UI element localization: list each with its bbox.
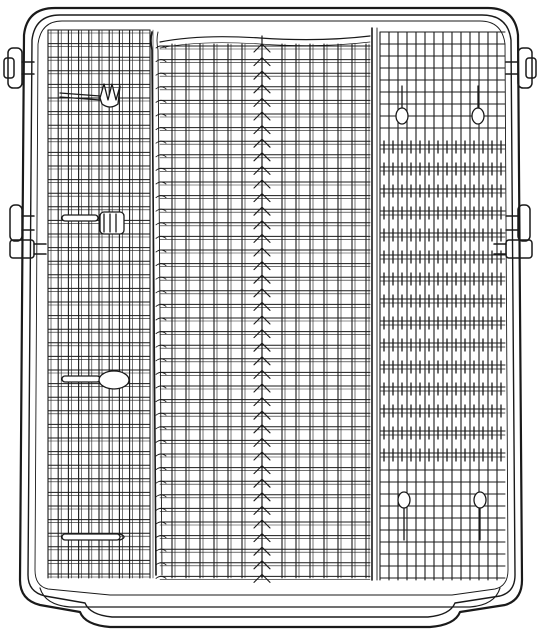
right-top-holder-icon [471,107,485,125]
middle-wave-tine [155,535,167,539]
utensil-layer [59,83,130,541]
middle-wave-tine [155,86,167,90]
middle-wave-tine [155,127,167,131]
middle-wave-tine [155,371,167,375]
inner-frame-border [27,14,516,618]
fork-icon [59,83,121,108]
middle-wave-tine [155,548,167,552]
middle-wave-section [155,35,371,583]
middle-wave-tine [155,195,167,199]
middle-wave-tine [155,72,167,76]
knife-icon [61,211,125,235]
middle-wave-tine [155,276,167,280]
long-handle-utensil-icon [61,533,125,541]
middle-wave-tine [155,331,167,335]
middle-wave-tine [155,303,167,307]
rim-highlight [34,20,509,596]
side-hardware [3,47,537,259]
rack-frame [18,6,524,629]
right-bottom-holder-icon [397,491,411,509]
middle-wave-tine [155,154,167,158]
middle-wave-tine [155,575,167,579]
middle-wave-tine [155,249,167,253]
right-bottom-holder-icon [473,491,487,509]
left-divider [150,31,157,576]
middle-wave-tine [155,507,167,511]
middle-wave-tine [155,222,167,226]
middle-wave-tine [155,113,167,117]
middle-wave-tine [155,562,167,566]
right-top-roller-icon [505,47,537,89]
spoon-icon [61,370,130,390]
middle-wave-tine [155,208,167,212]
middle-wave-tine [155,181,167,185]
middle-wave-tine [155,140,167,144]
bottom-lip [39,587,501,608]
middle-wave-tine [155,59,167,63]
middle-wave-tine [155,317,167,321]
middle-wave-tine [155,167,167,171]
section-dividers [150,27,378,581]
middle-wave-tine [155,99,167,103]
left-divider-shadow [156,31,163,576]
middle-wave-tine [155,358,167,362]
outer-frame-border [18,6,524,629]
middle-top-wire [159,35,371,43]
right-mid-roller-icon [505,204,531,242]
middle-wave-tine [155,235,167,239]
middle-wave-tine [155,45,167,49]
left-rail-icon [9,239,47,259]
right-rail-icon [493,239,533,259]
left-mid-roller-icon [9,204,35,242]
middle-wave-tine [155,344,167,348]
middle-wave-tine [155,521,167,525]
left-top-roller-icon [3,47,35,89]
right-top-holder-icon [395,107,409,125]
right-tine-section [379,31,506,581]
middle-wave-tine [155,263,167,267]
middle-wave-tine [155,290,167,294]
left-cutlery-section [47,29,154,579]
